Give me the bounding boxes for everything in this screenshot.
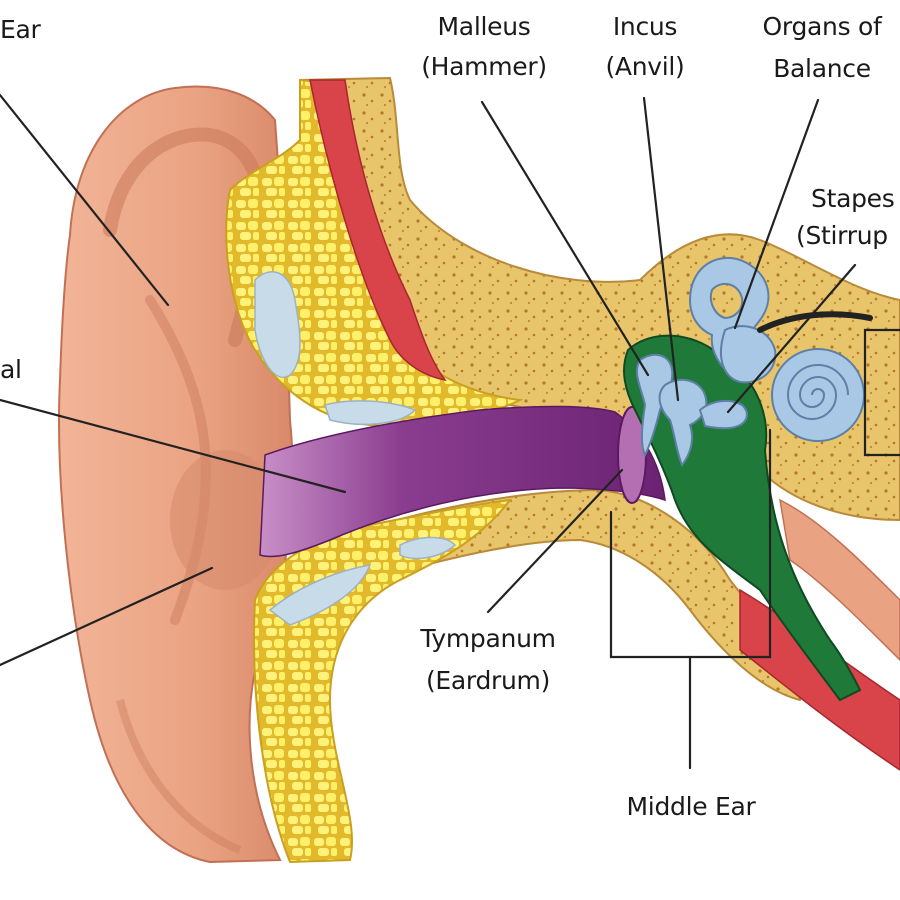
label-incus: Incus	[613, 12, 677, 41]
leader-organs-of-balance	[733, 98, 820, 330]
concha	[170, 450, 280, 590]
skin-lower-right	[779, 498, 900, 662]
ossicles	[635, 353, 748, 467]
label-organs-of-balance-sub: Balance	[773, 54, 871, 83]
muscles	[309, 79, 900, 771]
label-outer-ear: Ear	[0, 15, 42, 44]
label-malleus-sub: (Hammer)	[421, 52, 547, 81]
leader-outer-ear	[0, 93, 170, 307]
leader-lobe	[0, 566, 214, 667]
cartilage-lower	[268, 564, 372, 626]
label-stapes-sub: (Stirrup	[796, 221, 888, 250]
malleus-bone	[635, 353, 674, 458]
upper-muscle	[309, 79, 447, 382]
leader-ear-canal	[0, 398, 347, 494]
vestibule	[720, 325, 777, 384]
labels: Ear al Malleus (Hammer) Incus (Anvil) Or…	[0, 12, 895, 821]
label-incus-sub: (Anvil)	[605, 52, 684, 81]
stapes-bone	[698, 399, 748, 430]
leader-malleus	[480, 100, 650, 377]
leader-lines	[0, 93, 900, 770]
cartilage-upper	[254, 271, 301, 378]
label-tympanum-sub: (Eardrum)	[426, 666, 550, 695]
label-stapes: Stapes	[811, 184, 894, 213]
leader-tympanum	[486, 468, 624, 614]
cochlea	[771, 348, 865, 442]
inner-ear-bracket	[863, 328, 900, 457]
ear-canal	[259, 405, 666, 558]
leader-incus	[642, 96, 680, 402]
label-ear-canal: al	[0, 355, 22, 384]
leader-stapes	[726, 263, 857, 414]
lobe-shadow	[116, 699, 242, 854]
label-malleus: Malleus	[438, 12, 531, 41]
cartilage-strip	[324, 400, 417, 426]
cochlea-spiral	[786, 364, 849, 420]
incus-bone	[658, 378, 708, 467]
inner-ear	[688, 256, 873, 442]
label-middle-ear: Middle Ear	[627, 792, 757, 821]
label-organs-of-balance: Organs of	[763, 12, 883, 41]
label-tympanum: Tympanum	[419, 624, 555, 653]
cartilage-lower-2	[399, 536, 457, 560]
